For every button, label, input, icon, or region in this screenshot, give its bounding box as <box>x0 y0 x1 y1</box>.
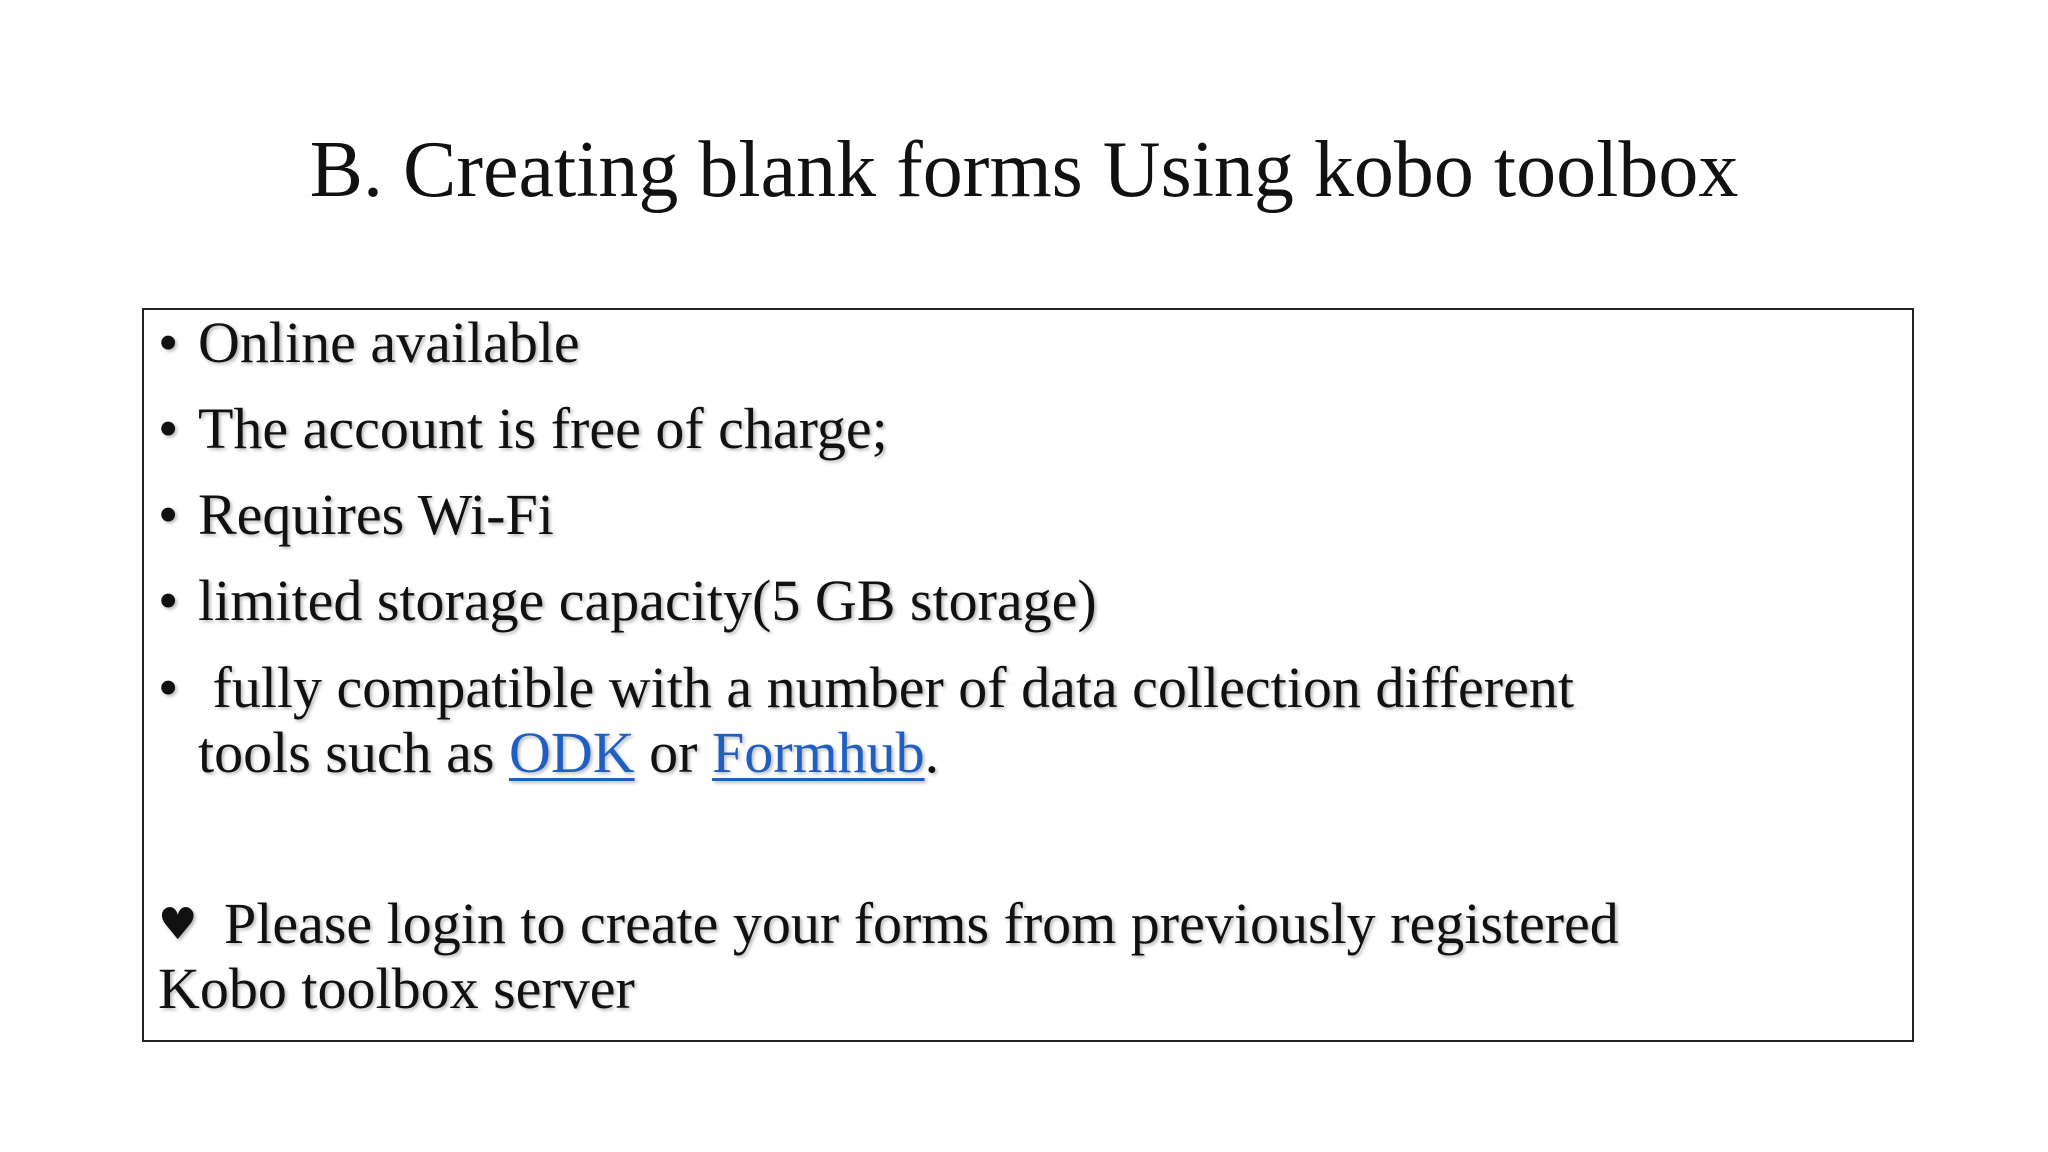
bullet-item-online-available: • Online available <box>158 310 1898 376</box>
bullet-marker: • <box>158 482 179 547</box>
period-text: . <box>924 720 940 785</box>
note-text-line-2: Kobo toolbox server <box>158 956 635 1021</box>
bullet-text: Requires Wi-Fi <box>198 482 554 547</box>
tools-prefix-text: tools such as <box>198 720 509 785</box>
bullet-text-line-2: tools such as ODK or Formhub. <box>198 720 939 786</box>
bullet-marker: • <box>158 310 179 375</box>
slide-title: B. Creating blank forms Using kobo toolb… <box>309 126 1739 214</box>
bullet-text: The account is free of charge; <box>198 396 888 461</box>
bullet-item-free-account: • The account is free of charge; <box>158 396 1898 462</box>
bullet-marker: • <box>158 396 179 461</box>
note-text-line-1: Please login to create your forms from p… <box>224 891 1619 956</box>
formhub-link[interactable]: Formhub <box>711 720 925 785</box>
bullet-marker: • <box>158 655 179 720</box>
content-box: • Online available • The account is free o… <box>142 308 1914 1042</box>
bullet-text: limited storage capacity(5 GB storage) <box>198 568 1097 633</box>
odk-link[interactable]: ODK <box>508 720 635 785</box>
bullet-text-line-1: fully compatible with a number of data c… <box>198 655 1574 720</box>
heart-icon: ♥ <box>158 899 198 950</box>
note-line-1: ♥ Please login to create your forms from … <box>158 892 1898 957</box>
bullet-text: Online available <box>198 310 580 375</box>
bullet-item-storage-capacity: • limited storage capacity(5 GB storage) <box>158 568 1898 634</box>
bullet-item-compatibility: • fully compatible with a number of data… <box>158 655 1898 785</box>
bullet-item-requires-wifi: • Requires Wi-Fi <box>158 482 1898 548</box>
login-note: ♥ Please login to create your forms from … <box>158 892 1898 1021</box>
bullet-marker: • <box>158 568 179 633</box>
connector-text: or <box>634 720 712 785</box>
